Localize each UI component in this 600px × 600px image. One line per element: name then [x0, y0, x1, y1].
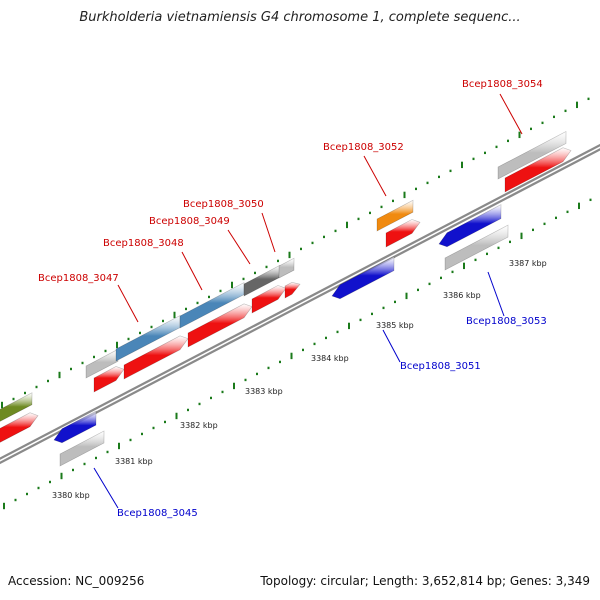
- scale-label: 3385 kbp: [376, 321, 414, 330]
- forward-cds-arrow: [187, 303, 253, 348]
- forward-cds-arrow: [504, 147, 572, 193]
- gene-label-reverse: Bcep1808_3053: [466, 316, 547, 327]
- gene-block-gray: [59, 430, 105, 467]
- scale-label: 3384 kbp: [311, 354, 349, 363]
- reverse-cds-arrow: [331, 256, 395, 300]
- gene-block-olive: [0, 392, 33, 422]
- reverse-cds-arrow: [53, 410, 97, 444]
- gene-label-leader: [499, 93, 523, 135]
- scale-label: 3386 kbp: [443, 291, 481, 300]
- gene-block-gray: [444, 224, 509, 271]
- forward-cds-arrow: [284, 281, 301, 299]
- gene-label-leader: [93, 467, 119, 509]
- gene-block-gray: [278, 257, 295, 279]
- scale-label: 3382 kbp: [180, 421, 218, 430]
- forward-cds-arrow: [385, 219, 421, 248]
- scale-label: 3381 kbp: [115, 457, 153, 466]
- accession-label: Accession: NC_009256: [8, 574, 145, 588]
- gene-label-forward: Bcep1808_3048: [103, 238, 184, 249]
- gene-block-gray: [497, 131, 567, 180]
- reverse-cds-arrow: [438, 204, 502, 248]
- gene-label-reverse: Bcep1808_3045: [117, 508, 198, 519]
- topology-summary: Topology: circular; Length: 3,652,814 bp…: [260, 574, 590, 588]
- gene-label-leader: [181, 251, 203, 291]
- gene-label-reverse: Bcep1808_3051: [400, 361, 481, 372]
- genome-backbone-highlight: [0, 146, 600, 462]
- gene-label-leader: [261, 212, 276, 253]
- scale-label: 3387 kbp: [509, 259, 547, 268]
- gene-label-leader: [117, 284, 139, 323]
- gene-label-leader: [227, 229, 251, 265]
- scale-label: 3380 kbp: [52, 491, 90, 500]
- gene-label-leader: [363, 155, 387, 197]
- gene-label-leader: [487, 271, 505, 317]
- gene-label-forward: Bcep1808_3052: [323, 142, 404, 153]
- gene-label-forward: Bcep1808_3054: [462, 79, 543, 90]
- forward-cds-arrow: [251, 285, 287, 314]
- forward-cds-arrow: [123, 335, 189, 380]
- gene-block-orange: [376, 199, 414, 232]
- gene-block-gray: [85, 348, 119, 379]
- gene-label-forward: Bcep1808_3049: [149, 216, 230, 227]
- gene-label-leader: [382, 329, 401, 363]
- forward-cds-arrow: [93, 366, 125, 393]
- forward-cds-arrow: [0, 412, 39, 443]
- gene-label-forward: Bcep1808_3050: [183, 199, 264, 210]
- gene-label-forward: Bcep1808_3047: [38, 273, 119, 284]
- page-title: Burkholderia vietnamiensis G4 chromosome…: [79, 10, 521, 25]
- scale-label: 3383 kbp: [245, 387, 283, 396]
